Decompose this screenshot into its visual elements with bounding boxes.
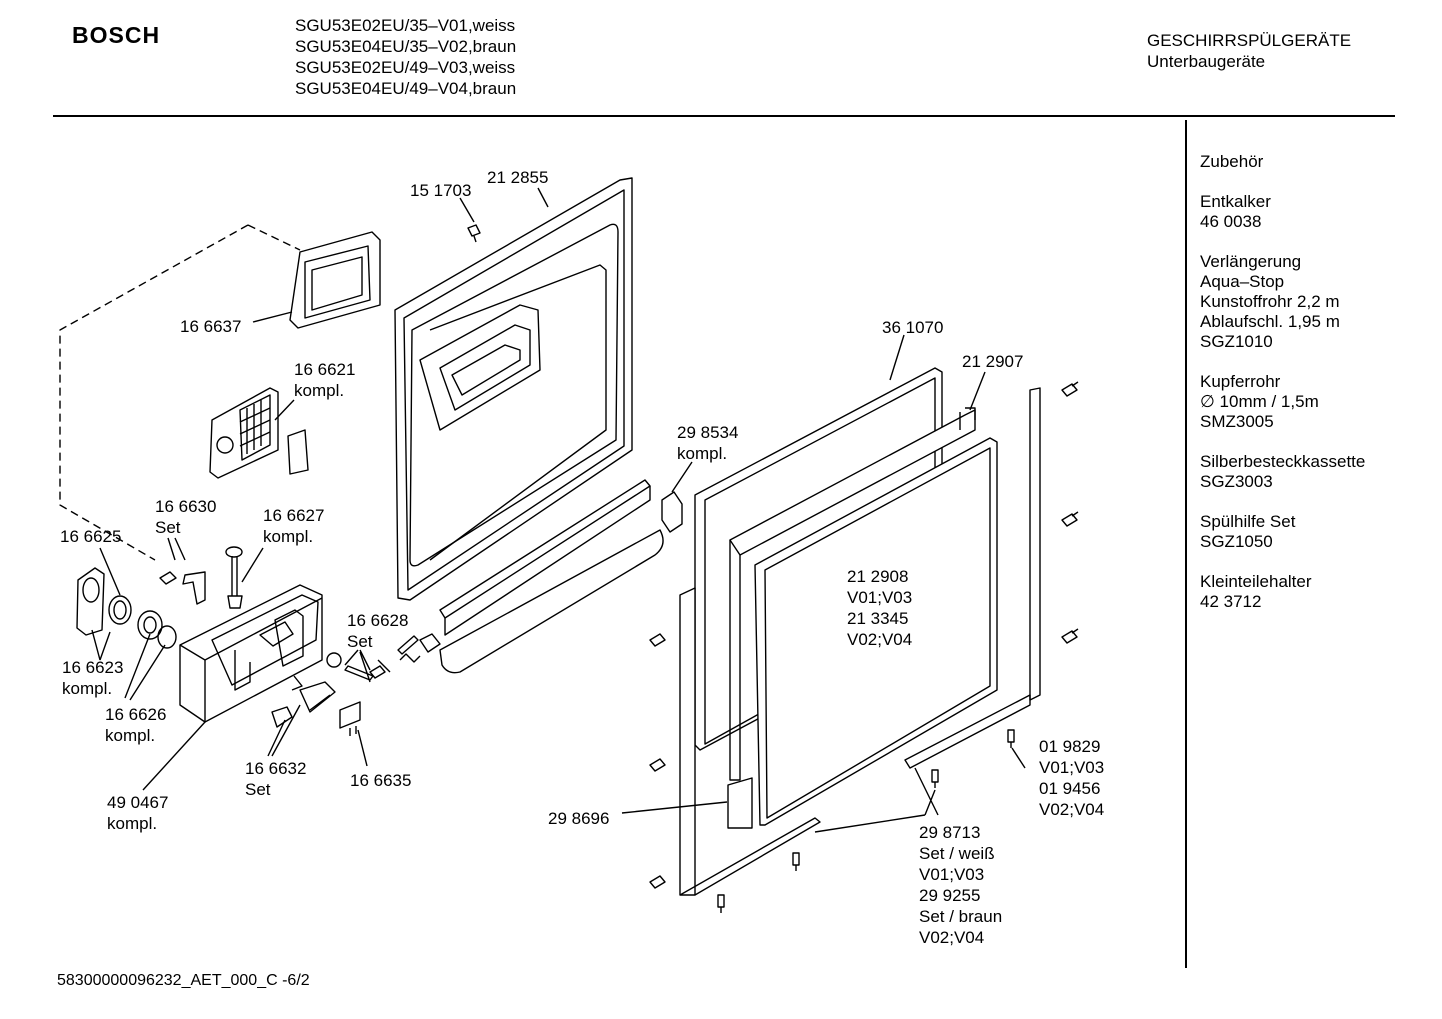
category: GESCHIRRSPÜLGERÄTE Unterbaugeräte (1147, 30, 1351, 72)
accessory-item: Silberbesteckkassette SGZ3003 (1200, 452, 1366, 491)
lever-166630 (159, 571, 206, 605)
category-title: GESCHIRRSPÜLGERÄTE (1147, 31, 1352, 50)
spring-298534 (397, 635, 421, 663)
leader-lines (91, 187, 1026, 833)
seal-frame-166637 (289, 231, 381, 329)
part-label-212855: 21 2855 (487, 168, 549, 187)
accessory-item: Entkalker 46 0038 (1200, 192, 1271, 231)
accessory-item: Spülhilfe Set SGZ1050 (1200, 512, 1296, 551)
spring-166632 (299, 681, 336, 713)
accessories-title: Zubehör (1200, 152, 1264, 171)
part-label-298696: 29 8696 (548, 809, 610, 828)
header-divider (53, 115, 1395, 117)
dispenser-housing-490467 (179, 584, 323, 723)
side-frame-298696 (679, 387, 1041, 896)
part-label-298534: 29 8534 kompl. (677, 423, 739, 463)
ring-166623 (108, 595, 132, 625)
switch-166635 (339, 701, 361, 736)
knob-166625 (76, 567, 105, 636)
part-label-166626: 16 6626 kompl. (105, 705, 167, 745)
part-label-166635: 16 6635 (350, 771, 412, 790)
cover-strip (439, 479, 664, 674)
category-subtitle: Unterbaugeräte (1147, 52, 1266, 71)
part-label-166623: 16 6623 kompl. (62, 658, 124, 698)
part-label-166637: 16 6637 (180, 317, 242, 336)
part-label-212907: 21 2907 (962, 352, 1024, 371)
part-label-298713: 29 8713 Set / weiß V01;V03 29 9255 Set /… (919, 823, 1003, 947)
dispenser-cover-166621 (209, 387, 309, 479)
part-label-166627: 16 6627 kompl. (263, 506, 325, 546)
spring-166626 (137, 610, 177, 649)
door-inner-panel (394, 177, 633, 601)
accessory-item: Verlängerung Aqua–Stop Kunstoffrohr 2,2 … (1200, 252, 1340, 351)
part-label-490467: 49 0467 kompl. (107, 793, 169, 833)
accessory-item: Kupferrohr ∅ 10mm / 1,5m SMZ3005 (1200, 372, 1319, 431)
grouping-dashed-line (59, 224, 301, 561)
part-label-361070: 36 1070 (882, 318, 944, 337)
brand-logo: BOSCH (72, 22, 161, 48)
screws (649, 381, 1079, 913)
sidebar-divider (1185, 120, 1187, 968)
part-label-019829: 01 9829 V01;V03 01 9456 V02;V04 (1039, 737, 1105, 819)
part-label-166630: 16 6630 Set (155, 497, 217, 537)
screw-151703 (467, 224, 481, 243)
accessory-item: Kleinteilehalter 42 3712 (1200, 572, 1312, 611)
part-label-151703: 15 1703 (410, 181, 472, 200)
model-list: SGU53E02EU/35–V01,weiss SGU53E04EU/35–V0… (295, 16, 517, 98)
valve-166627 (225, 546, 243, 609)
ball-166628 (326, 652, 342, 668)
part-label-212908: 21 2908 V01;V03 21 3345 V02;V04 (847, 567, 913, 649)
hinge-298534 (661, 491, 683, 533)
decor-panel-212908 (754, 437, 998, 826)
part-label-166625: 16 6625 (60, 527, 122, 546)
part-label-166632: 16 6632 Set (245, 759, 307, 799)
part-label-166628: 16 6628 Set (347, 611, 409, 651)
document-code: 58300000096232_AET_000_C -6/2 (57, 972, 310, 989)
part-label-166621: 16 6621 kompl. (294, 360, 356, 400)
inner-frame-212907 (729, 407, 976, 781)
accessories-sidebar: Zubehör Entkalker 46 0038 Verlängerung A… (1200, 150, 1430, 632)
